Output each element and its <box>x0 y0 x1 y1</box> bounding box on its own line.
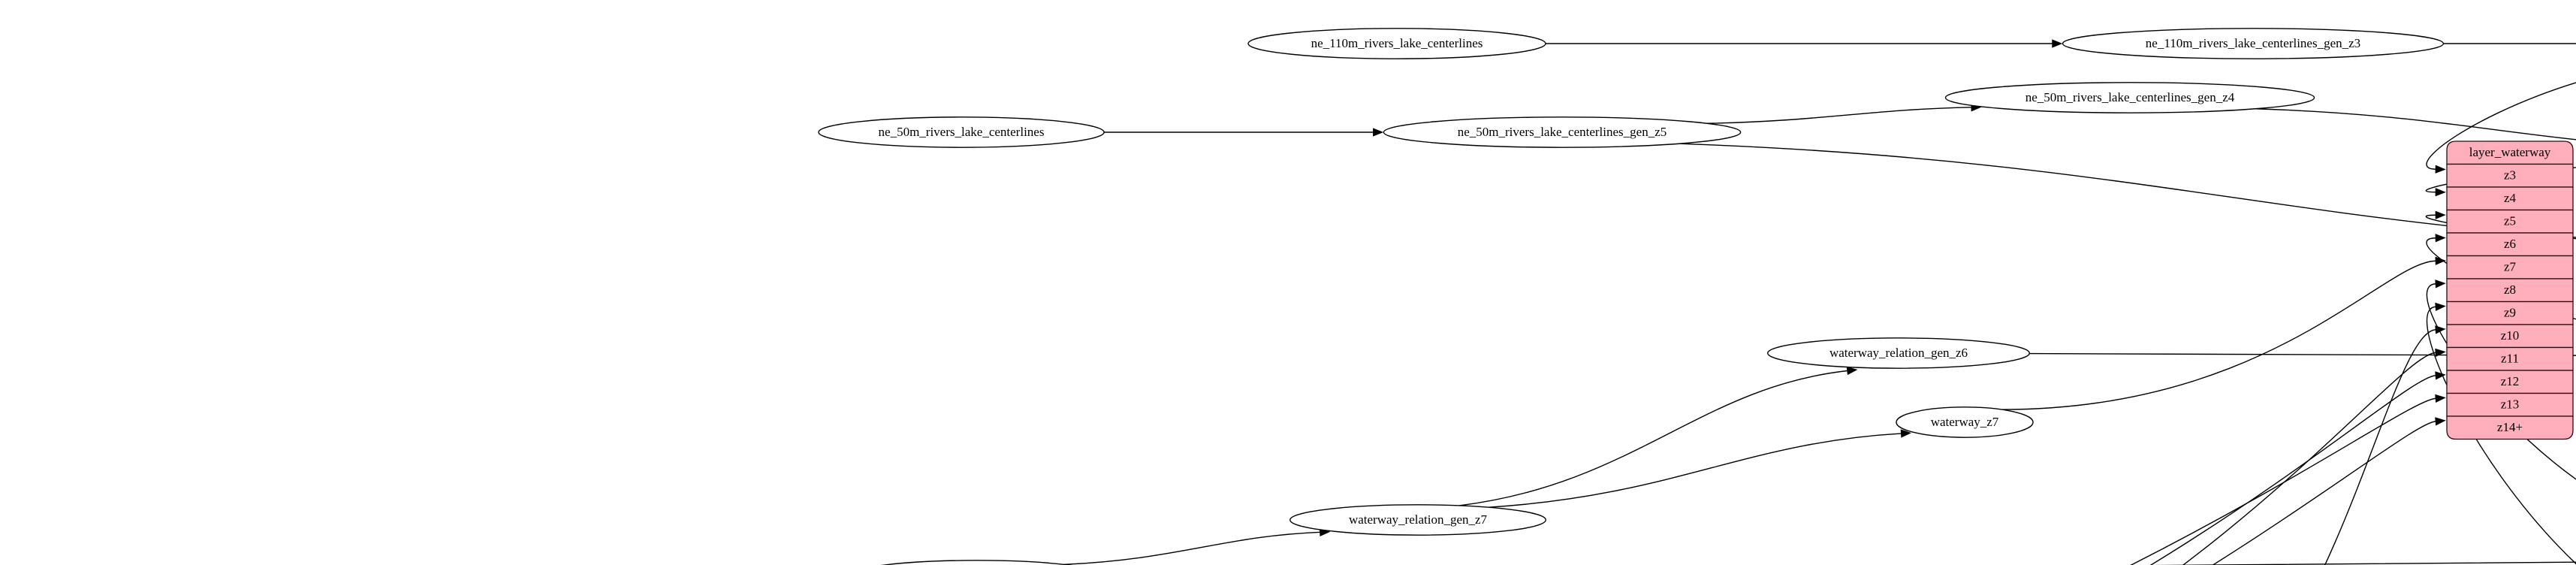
graph-node-waterway_relation_gen_z8[interactable]: waterway_relation_gen_z8 <box>849 560 1105 565</box>
edge-line <box>2426 306 2576 565</box>
graph-node-waterway_z7[interactable]: waterway_z7 <box>1896 406 2034 438</box>
graph-node-ne_110m_rivers_lake_centerlines_gen_z3[interactable]: ne_110m_rivers_lake_centerlines_gen_z3 <box>2062 28 2445 59</box>
edge-line <box>1458 370 1848 506</box>
graph-edge <box>2029 352 2576 357</box>
edge-arrowhead <box>2435 234 2446 243</box>
layer-table-row-z11[interactable] <box>2446 346 2574 371</box>
layer-table-header-cell <box>2446 140 2574 165</box>
edge-arrowhead <box>2435 188 2446 197</box>
layer-table-row-z13[interactable] <box>2446 392 2574 417</box>
edge-line <box>2029 352 2576 357</box>
edge-arrowhead <box>2435 210 2446 219</box>
edge-line <box>2255 108 2576 140</box>
graph-edge <box>2324 325 2446 565</box>
graph-edge <box>2149 371 2446 565</box>
graph-node-ne_50m_rivers_lake_centerlines_gen_z4[interactable]: ne_50m_rivers_lake_centerlines_gen_z4 <box>1944 82 2315 113</box>
graph-edge <box>1063 527 1331 565</box>
edge-line <box>1063 531 1321 565</box>
layer-table-row-z7[interactable] <box>2446 255 2574 279</box>
edge-line <box>2426 82 2576 170</box>
edge-arrowhead <box>2435 348 2446 357</box>
layer-table-row-z12[interactable] <box>2446 370 2574 394</box>
layer-table-row-z3[interactable] <box>2446 163 2574 188</box>
graph-edge <box>2212 417 2446 565</box>
edge-arrowhead <box>2435 302 2446 311</box>
edge-arrowhead <box>2052 39 2063 48</box>
edge-arrowhead <box>2435 256 2446 265</box>
graph-edge <box>1104 128 1384 137</box>
graph-edge <box>2426 302 2576 565</box>
edge-arrowhead <box>2435 371 2446 380</box>
graph-edge <box>1679 143 2576 238</box>
edge-line <box>2130 397 2437 565</box>
edge-arrowhead <box>1846 366 1858 376</box>
graph-node-waterway_relation_gen_z7[interactable]: waterway_relation_gen_z7 <box>1290 504 1546 536</box>
nodes-layer: imposm3osm_waterway_relationosm_waterway… <box>818 28 2445 565</box>
layer-table-row-z10[interactable] <box>2446 324 2574 349</box>
edge-arrowhead <box>2435 394 2446 403</box>
edge-line <box>2001 260 2437 410</box>
graph-edge <box>2130 394 2446 565</box>
edge-arrowhead <box>2435 417 2446 426</box>
graph-edge <box>2113 560 2576 565</box>
graph-node-waterway_relation_gen_z6[interactable]: waterway_relation_gen_z6 <box>1767 337 2030 369</box>
graph-edge <box>1546 39 2063 48</box>
edges-layer <box>1063 39 2576 565</box>
graph-edge <box>1458 366 1858 506</box>
edge-arrowhead <box>2435 279 2446 289</box>
graph-edge <box>2443 43 2576 44</box>
graph-node-ne_50m_rivers_lake_centerlines[interactable]: ne_50m_rivers_lake_centerlines <box>818 116 1105 148</box>
graph-node-ne_50m_rivers_lake_centerlines_gen_z5[interactable]: ne_50m_rivers_lake_centerlines_gen_z5 <box>1383 116 1742 148</box>
edge-arrowhead <box>1900 429 1912 438</box>
graph-edge <box>1488 429 1912 508</box>
edge-line <box>2212 421 2437 565</box>
edge-arrowhead <box>2435 325 2446 334</box>
graph-edge <box>1707 103 1982 124</box>
layer-table-row-z14+[interactable] <box>2446 415 2574 440</box>
layer-table-row-z4[interactable] <box>2446 186 2574 211</box>
edge-line <box>2324 329 2437 565</box>
layer-waterway-table[interactable]: layer_waterwayz3z4z5z6z7z8z9z10z11z12z13… <box>2446 140 2574 440</box>
edge-line <box>1488 433 1902 508</box>
graph-edge <box>2001 256 2446 410</box>
edge-line <box>2149 375 2437 565</box>
edge-line <box>2113 560 2576 565</box>
edge-line <box>1707 107 1972 124</box>
edge-arrowhead <box>2435 165 2446 174</box>
graph-edge <box>2426 82 2576 174</box>
layer-table-row-z6[interactable] <box>2446 232 2574 257</box>
layer-table-row-z9[interactable] <box>2446 301 2574 325</box>
layer-table-row-z8[interactable] <box>2446 278 2574 303</box>
edge-line <box>2182 352 2437 565</box>
graph-edge <box>2255 108 2576 140</box>
graph-node-ne_110m_rivers_lake_centerlines[interactable]: ne_110m_rivers_lake_centerlines <box>1247 28 1546 59</box>
layer-table-row-z5[interactable] <box>2446 209 2574 234</box>
edge-arrowhead <box>1373 128 1384 137</box>
graph-edge <box>2182 348 2446 565</box>
